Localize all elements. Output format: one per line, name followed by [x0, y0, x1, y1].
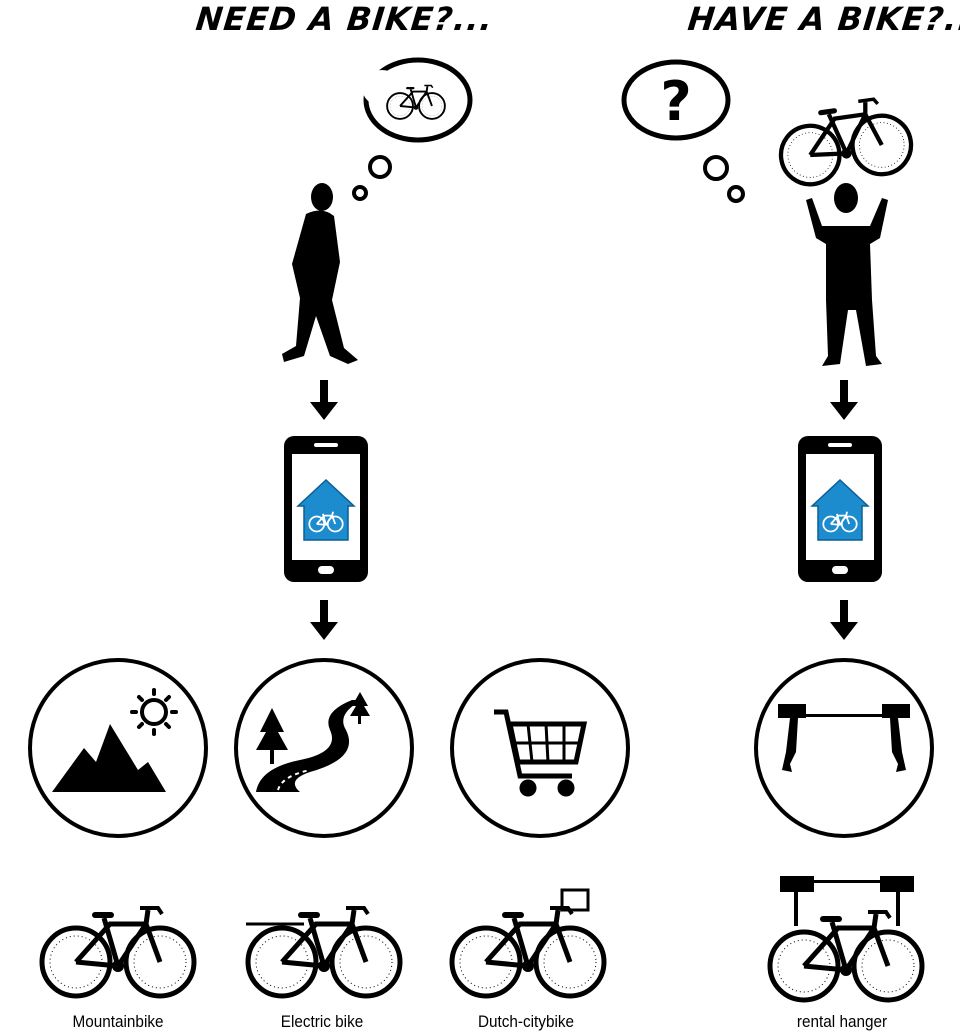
winding-road-trees-icon	[256, 692, 370, 792]
ceiling-hanger-icon	[778, 704, 910, 772]
hanging-bike-icon	[770, 876, 922, 1000]
arrow-down-left-2	[310, 600, 338, 640]
phone-left	[284, 436, 368, 582]
person-lifting-bike-icon	[775, 95, 915, 366]
arrow-down-right-1	[830, 380, 858, 420]
thought-cloud-left	[352, 57, 473, 201]
option-circle-road	[234, 658, 414, 838]
electric-bike-icon	[246, 908, 400, 996]
dutch-citybike-icon	[452, 888, 604, 996]
option-circle-hanger	[754, 658, 934, 838]
option-circle-cart	[450, 658, 630, 838]
arrow-down-right-2	[830, 600, 858, 640]
caption-mountainbike: Mountainbike	[72, 1012, 164, 1031]
question-mark-icon: ?	[660, 70, 691, 133]
caption-rental-hanger: rental hanger	[796, 1012, 888, 1031]
arrow-down-left-1	[310, 380, 338, 420]
thought-cloud-right: ?	[621, 59, 745, 203]
shopping-cart-icon	[494, 709, 588, 797]
caption-dutch-citybike: Dutch-citybike	[477, 1012, 575, 1031]
option-circle-mountain	[28, 658, 208, 838]
mountainbike-icon	[42, 908, 194, 996]
mountain-sun-icon	[52, 688, 178, 792]
walking-person-icon	[282, 183, 358, 364]
caption-electric-bike: Electric bike	[280, 1012, 364, 1031]
phone-right	[798, 436, 882, 582]
